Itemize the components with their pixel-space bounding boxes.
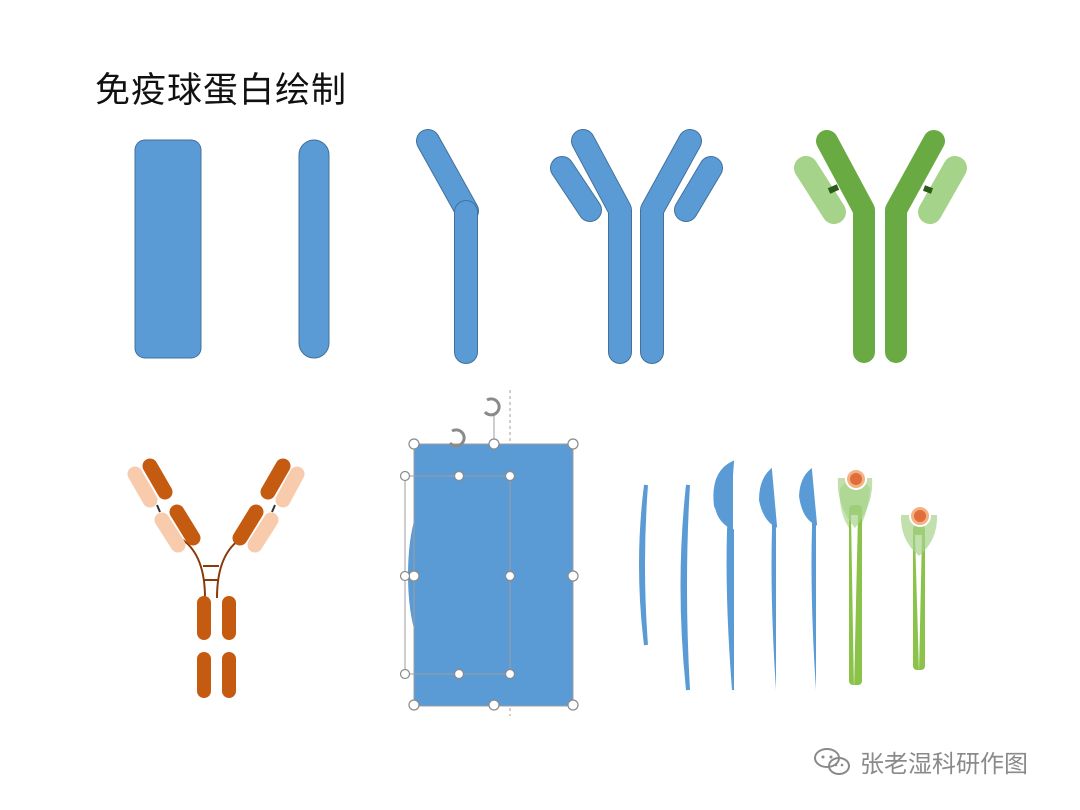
green-pin-large [837, 468, 873, 690]
step1-rounded-rectangle [134, 139, 202, 359]
step5-green-antibody [794, 130, 967, 363]
green-pin-small [900, 505, 938, 672]
watermark: 张老湿科研作图 [812, 744, 1028, 779]
step2-narrow-bar [298, 139, 330, 359]
selection-demo [399, 390, 579, 716]
page-title: 免疫球蛋白绘制 [95, 71, 348, 111]
wechat-icon [814, 747, 850, 775]
domain-antibody [127, 458, 305, 698]
step4-blue-antibody [550, 129, 723, 364]
crescent-progression [639, 460, 818, 691]
step3-half-antibody [416, 129, 479, 364]
watermark-text: 张老湿科研作图 [860, 750, 1028, 778]
